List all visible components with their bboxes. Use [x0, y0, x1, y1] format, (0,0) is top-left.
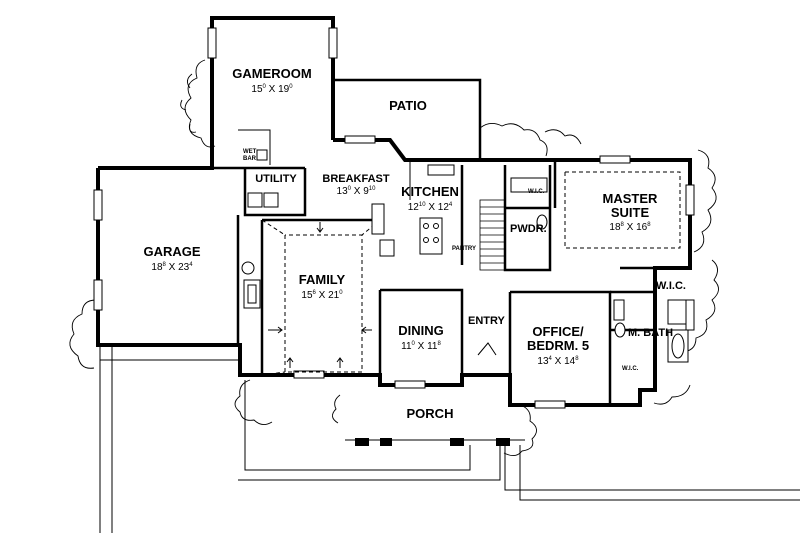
- fireplace-icon: [243, 279, 261, 309]
- tree-icon: [332, 394, 341, 424]
- tree-icon: [679, 259, 719, 353]
- patio-label: PATIO: [389, 98, 427, 113]
- wet-bar-label-2: BAR: [243, 156, 257, 162]
- office-label-2: BEDRM. 5: [527, 338, 589, 353]
- family-dimensions: 156 X 210: [301, 290, 343, 301]
- utility-fixtures: [241, 192, 279, 275]
- entry-label: ENTRY: [468, 315, 506, 327]
- dining-dimensions: 110 X 118: [401, 341, 441, 352]
- window-icon: [599, 155, 631, 164]
- window-icon: [685, 184, 695, 216]
- gameroom-dimensions: 150 X 190: [251, 84, 293, 95]
- door-swing-icon: [316, 222, 324, 233]
- door-swing-icon: [286, 357, 294, 368]
- master-ceiling-outline: [564, 171, 681, 249]
- wet-bar-label: WET: [243, 149, 257, 155]
- toilet-icon: [614, 322, 626, 338]
- office-dimensions: 134 X 148: [537, 356, 579, 367]
- breakfast-dimensions: 130 X 910: [337, 186, 377, 197]
- pantry-label: PANTRY: [452, 246, 476, 252]
- kitchen-dimensions: 1210 X 124: [408, 202, 453, 213]
- tree-icon: [544, 129, 582, 145]
- door-swing-icon: [477, 342, 497, 356]
- tree-icon: [503, 404, 537, 456]
- tree-icon: [653, 384, 691, 405]
- family-ceiling-outline: [284, 234, 363, 373]
- tree-icon: [69, 299, 97, 369]
- master-suite-dimensions: 188 X 168: [609, 222, 651, 233]
- window-icon: [93, 189, 103, 221]
- family-label: FAMILY: [299, 272, 346, 287]
- sink-icon: [427, 164, 455, 176]
- sink-icon: [256, 149, 268, 161]
- porch-label: PORCH: [407, 406, 454, 421]
- porch-posts: [345, 438, 525, 446]
- toilet-icon: [536, 214, 548, 230]
- pwdr-label: PWDR.: [510, 223, 547, 235]
- master-suite-label-2: SUITE: [611, 205, 650, 220]
- wic-bath-label: W.I.C.: [622, 366, 639, 372]
- door-swing-icon: [268, 326, 283, 334]
- window-icon: [534, 400, 566, 409]
- gameroom-label: GAMEROOM: [232, 66, 311, 81]
- room-labels: GAMEROOM 150 X 190 WET BAR PATIO BREAKFA…: [143, 66, 685, 421]
- kitchen-fixtures: [371, 160, 455, 257]
- tree-icon: [479, 123, 548, 157]
- windows: [93, 27, 695, 409]
- breakfast-label: BREAKFAST: [322, 173, 390, 185]
- office-label: OFFICE/: [532, 324, 584, 339]
- tree-icon: [184, 59, 216, 148]
- dining-label: DINING: [398, 323, 444, 338]
- kitchen-island: [419, 217, 443, 255]
- exterior-walls: [96, 16, 692, 407]
- door-swings: [268, 222, 497, 368]
- window-icon: [328, 27, 338, 59]
- window-icon: [394, 380, 426, 389]
- tree-icon: [693, 149, 717, 253]
- utility-label: UTILITY: [255, 173, 297, 185]
- tree-icon: [234, 379, 273, 425]
- window-icon: [93, 279, 103, 311]
- door-swing-icon: [361, 326, 372, 334]
- patio-outline: [333, 78, 482, 160]
- window-icon: [685, 299, 695, 331]
- window-icon: [344, 135, 376, 144]
- tree-icon: [180, 73, 197, 133]
- master-suite-label: MASTER: [603, 191, 659, 206]
- landscaping: [69, 59, 719, 456]
- sink-icon: [510, 177, 548, 193]
- window-icon: [207, 27, 217, 59]
- wic-top-label: W.I.C.: [528, 189, 545, 195]
- interior-walls: [212, 160, 690, 405]
- bath-fixtures: [510, 177, 689, 363]
- m-bath-label: M. BATH: [628, 327, 673, 339]
- wic-right-label: W.I.C.: [656, 280, 686, 292]
- door-swing-icon: [336, 357, 344, 368]
- garage-dimensions: 188 X 234: [151, 262, 193, 273]
- window-icon: [293, 370, 325, 379]
- wet-bar-fixtures: [238, 129, 271, 165]
- site-lines: [99, 345, 800, 533]
- stair-icon: [479, 199, 506, 271]
- garage-label: GARAGE: [143, 244, 200, 259]
- kitchen-label: KITCHEN: [401, 184, 459, 199]
